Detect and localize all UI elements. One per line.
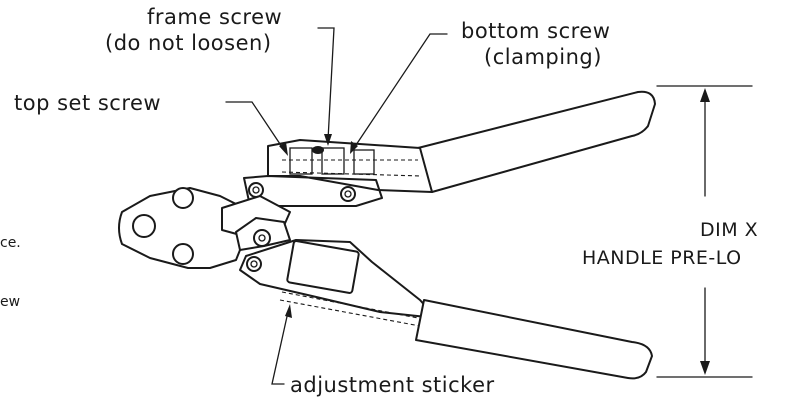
left-text-fragment-1: ce.: [0, 235, 21, 251]
leader-lines: [225, 27, 448, 385]
head-hole-bottom: [172, 243, 194, 265]
bottom-screw-marker: [340, 186, 356, 202]
top-set-screw-label: top set screw: [14, 91, 161, 115]
bottom-screw-note: (clamping): [484, 45, 602, 69]
tool-head: [118, 187, 245, 269]
left-text-fragment-2: ew: [0, 294, 20, 310]
frame-screw-note: (do not loosen): [105, 31, 272, 55]
dimension-x-marker: [656, 85, 753, 378]
head-hole-top: [172, 187, 194, 209]
labels: frame screw (do not loosen) bottom screw…: [0, 5, 758, 397]
head-hole-center: [132, 214, 156, 238]
adjustment-sticker-label: adjustment sticker: [290, 373, 495, 397]
adjustment-sticker-plate: [286, 240, 360, 294]
lower-handle-grip: [415, 299, 653, 380]
frame-screw-marker: [312, 146, 324, 154]
crimping-tool-illustration: [118, 90, 656, 380]
upper-handle-grip: [417, 90, 656, 193]
dim-x-label: DIM X: [700, 219, 758, 241]
bottom-screw-label: bottom screw: [461, 19, 610, 43]
top-set-screw-marker: [248, 182, 264, 198]
frame-screw-label: frame screw: [147, 5, 282, 29]
handle-pre-load-label: HANDLE PRE-LO: [582, 247, 742, 269]
